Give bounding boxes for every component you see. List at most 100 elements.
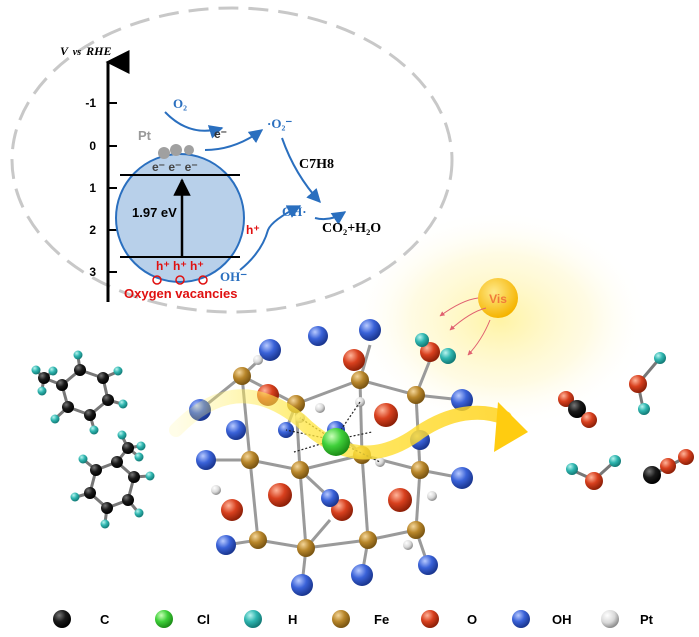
tick-label: 0 bbox=[89, 139, 96, 153]
h2o-molecule bbox=[629, 352, 666, 415]
fe-atom bbox=[241, 451, 259, 469]
hole-label: h⁺ bbox=[246, 223, 260, 237]
h-atom bbox=[100, 519, 110, 529]
h-atom-white bbox=[403, 540, 413, 550]
axis-ticks: -1 0 1 2 3 bbox=[85, 96, 117, 279]
h-atom bbox=[113, 366, 123, 376]
o-atom bbox=[343, 349, 365, 371]
oh-atom bbox=[259, 339, 281, 361]
band-electrons: e⁻ e⁻ e⁻ bbox=[152, 160, 198, 174]
h-atom bbox=[73, 350, 83, 360]
c-atom bbox=[62, 401, 74, 413]
c-atom bbox=[101, 502, 113, 514]
legend-label: Pt bbox=[640, 612, 654, 627]
oh-atom bbox=[291, 574, 313, 596]
h-atom bbox=[70, 492, 80, 502]
oh-atom bbox=[351, 564, 373, 586]
fe-atom bbox=[249, 531, 267, 549]
h-atom bbox=[415, 333, 429, 347]
oh-atom bbox=[216, 535, 236, 555]
c-atom bbox=[38, 372, 50, 384]
o-atom bbox=[268, 483, 292, 507]
c-atom bbox=[128, 471, 140, 483]
crystal-structure bbox=[189, 319, 473, 596]
legend-label: C bbox=[100, 612, 110, 627]
h-atom bbox=[136, 441, 146, 451]
superoxide-arrow bbox=[281, 137, 321, 204]
o-atom bbox=[660, 458, 676, 474]
fe-atom bbox=[233, 367, 251, 385]
o-atom bbox=[374, 403, 398, 427]
c-atom bbox=[122, 442, 134, 454]
h-atom bbox=[48, 366, 58, 376]
c-atom bbox=[122, 494, 134, 506]
band-gap-label: 1.97 eV bbox=[132, 205, 177, 220]
h-atom bbox=[134, 508, 144, 518]
h-atom bbox=[638, 403, 650, 415]
c-atom bbox=[643, 466, 661, 484]
h-atom-white bbox=[211, 485, 221, 495]
h2o-molecule bbox=[566, 455, 621, 490]
h-atom bbox=[117, 430, 127, 440]
o-atom bbox=[221, 499, 243, 521]
c-atom bbox=[84, 409, 96, 421]
legend-swatch-h bbox=[244, 610, 262, 628]
light-glow bbox=[350, 210, 650, 430]
products-label: CO₂+H₂O bbox=[322, 221, 381, 236]
fe-atom bbox=[411, 461, 429, 479]
light-ray bbox=[449, 307, 487, 331]
vacancy-marker bbox=[175, 275, 185, 285]
o-atom bbox=[585, 472, 603, 490]
oh-atom bbox=[308, 326, 328, 346]
oh-atom bbox=[451, 389, 473, 411]
band-holes: h⁺ h⁺ h⁺ bbox=[156, 259, 204, 273]
o-atom bbox=[678, 449, 694, 465]
mechanism-outline bbox=[10, 6, 454, 314]
pt-particle bbox=[184, 145, 194, 155]
hydroxyl-arrow bbox=[314, 211, 347, 225]
toluene-label: C7H8 bbox=[299, 157, 334, 172]
vis-label: Vis bbox=[489, 292, 507, 306]
h-atom bbox=[89, 425, 99, 435]
cl-atom bbox=[322, 428, 350, 456]
h-atom bbox=[654, 352, 666, 364]
c-atom bbox=[56, 379, 68, 391]
pt-label: Pt bbox=[138, 128, 152, 143]
electron-transfer-arrow bbox=[204, 129, 264, 151]
oh-atom bbox=[418, 555, 438, 575]
oh-atom bbox=[321, 489, 339, 507]
legend-label: OH bbox=[552, 612, 572, 627]
legend-swatch-fe bbox=[332, 610, 350, 628]
h-atom bbox=[566, 463, 578, 475]
vacancy-marker bbox=[198, 275, 208, 285]
oh-atom bbox=[359, 319, 381, 341]
c-atom bbox=[111, 456, 123, 468]
h-atom-white bbox=[427, 491, 437, 501]
fe-atom bbox=[297, 539, 315, 557]
o-atom bbox=[331, 499, 353, 521]
tick-label: 1 bbox=[89, 181, 96, 195]
h-atom-white bbox=[355, 397, 365, 407]
o2-label: O₂ bbox=[173, 96, 187, 111]
legend-label: H bbox=[288, 612, 297, 627]
h-atom bbox=[50, 414, 60, 424]
h-atom bbox=[37, 386, 47, 396]
o2-arrow bbox=[164, 111, 224, 139]
hydroxide-label: OH⁻ bbox=[220, 269, 247, 284]
sun-icon bbox=[478, 278, 518, 318]
tick-label: 2 bbox=[89, 223, 96, 237]
vacancy-label: Oxygen vacancies bbox=[124, 286, 237, 301]
fe-atom bbox=[291, 461, 309, 479]
h-atom-white bbox=[375, 457, 385, 467]
pt-particle bbox=[158, 147, 170, 159]
oh-atom bbox=[196, 450, 216, 470]
c-atom bbox=[84, 487, 96, 499]
legend-swatch-cl bbox=[155, 610, 173, 628]
legend-swatch-o bbox=[421, 610, 439, 628]
oh-atom bbox=[451, 467, 473, 489]
fe-atom bbox=[351, 371, 369, 389]
h-atom bbox=[31, 365, 41, 375]
oh-atom bbox=[226, 420, 246, 440]
fe-atom bbox=[407, 521, 425, 539]
o-atom bbox=[629, 375, 647, 393]
